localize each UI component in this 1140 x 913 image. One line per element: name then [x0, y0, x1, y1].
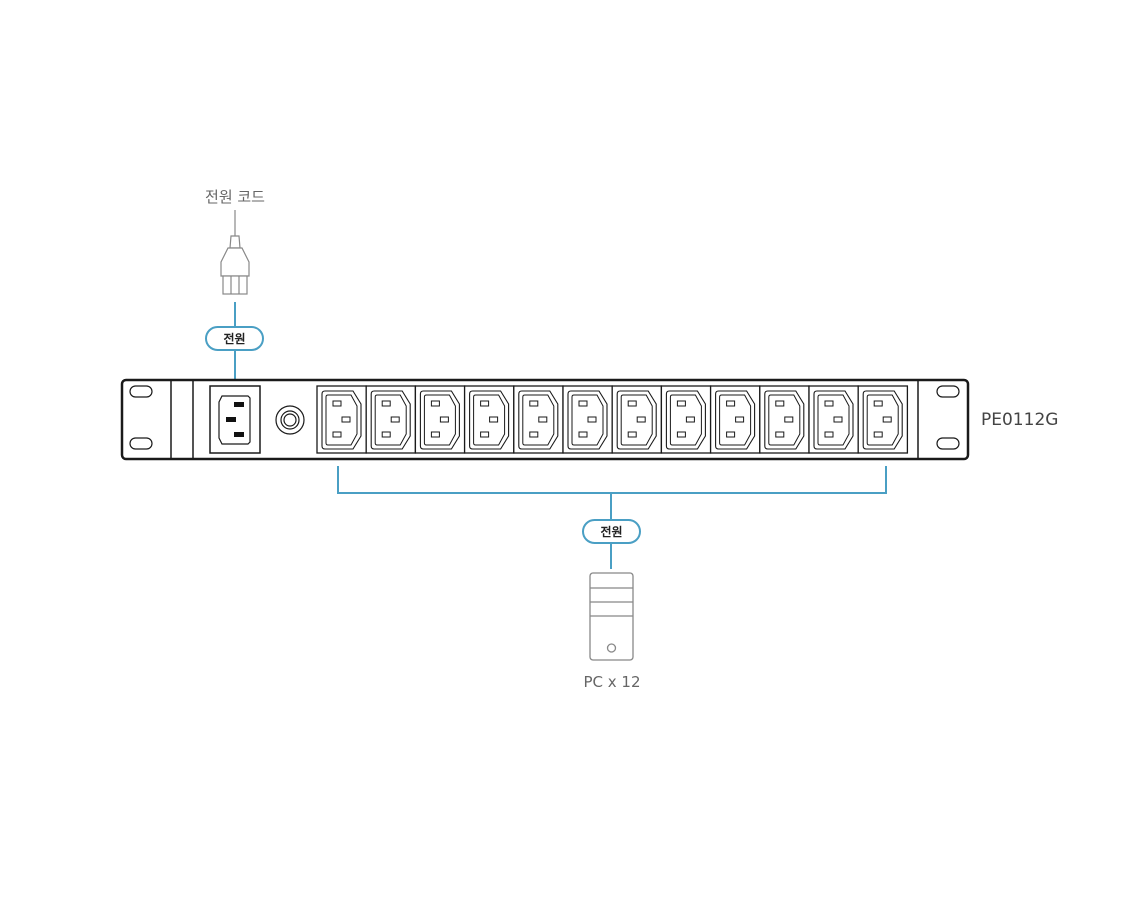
- input-connection: 전원: [205, 302, 264, 381]
- outlet-icon: [660, 385, 712, 454]
- power-cord-label: 전원 코드: [205, 188, 265, 206]
- input-connection-label: 전원: [223, 331, 245, 346]
- pdu-device: [120, 378, 970, 461]
- output-connection-label: 전원: [600, 524, 622, 539]
- outlet-icon: [808, 385, 859, 454]
- power-plug-icon: [220, 235, 250, 295]
- outlet-icon: [414, 385, 466, 454]
- outlet-icon: [857, 385, 909, 454]
- model-label: PE0112G: [981, 410, 1058, 430]
- outlet-icon: [709, 385, 761, 454]
- outlet-icon: [463, 385, 515, 454]
- power-cord: 전원 코드: [205, 188, 265, 295]
- outlet-icon: [562, 385, 613, 454]
- outlet-icon: [759, 385, 810, 454]
- fuse-icon: [275, 405, 305, 435]
- outlet-group: [316, 385, 909, 454]
- output-connection: [337, 466, 887, 569]
- power-inlet-icon: [209, 385, 261, 454]
- outlet-icon: [365, 385, 417, 454]
- outlet-icon: [316, 385, 367, 454]
- pc-tower-icon: [589, 572, 634, 661]
- pc-count-label: PC x 12: [583, 673, 640, 691]
- outlet-icon: [513, 385, 564, 454]
- outlet-icon: [611, 385, 663, 454]
- mount-hole-icon: [129, 385, 960, 450]
